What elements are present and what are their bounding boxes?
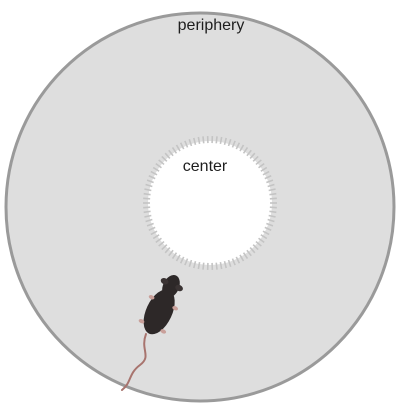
center-tick bbox=[269, 211, 276, 212]
periphery-label: periphery bbox=[178, 17, 245, 35]
center-tick bbox=[144, 194, 151, 195]
center-tick bbox=[144, 211, 151, 212]
center-tick bbox=[203, 263, 204, 270]
center-tick bbox=[203, 136, 204, 143]
center-tick bbox=[216, 136, 217, 143]
center-tick bbox=[216, 263, 217, 270]
center-label: center bbox=[183, 158, 227, 176]
center-tick bbox=[269, 194, 276, 195]
